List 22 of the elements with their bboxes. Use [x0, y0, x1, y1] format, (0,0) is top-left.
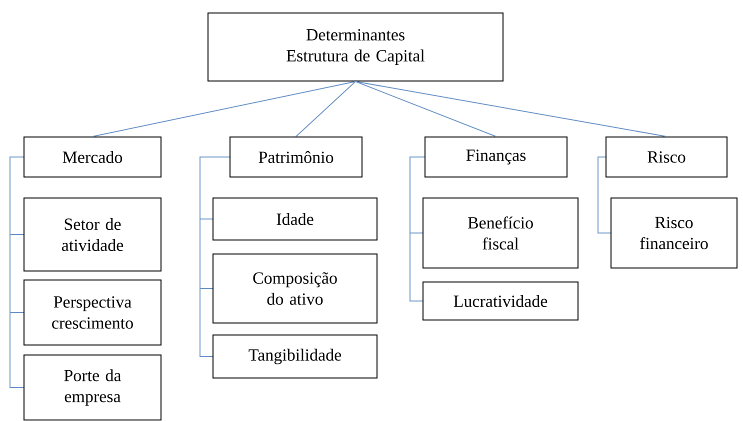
factor-box: Tangibilidade [212, 334, 378, 378]
factor-box: Perspectiva crescimento [24, 280, 162, 346]
factor-box: Porte da empresa [24, 354, 162, 420]
category-box: Patrimônio [230, 136, 362, 178]
connector-line [296, 81, 356, 137]
connector-line [10, 156, 24, 388]
factor-box: Composição do ativo [212, 254, 378, 324]
connector-line [92, 81, 356, 137]
factor-box: Lucratividade [422, 282, 578, 320]
connector-line [410, 156, 425, 302]
factor-box: Setor de atividade [24, 198, 162, 272]
connector-line [598, 156, 611, 234]
factor-box: Benefício fiscal [422, 198, 578, 268]
category-box: Finanças [424, 136, 568, 178]
factor-box: Risco financeiro [610, 198, 738, 268]
factor-box: Idade [212, 198, 378, 240]
connector-line [200, 156, 230, 357]
connector-line [355, 81, 496, 137]
connector-line [355, 81, 667, 137]
category-box: Risco [606, 136, 728, 178]
category-box: Mercado [24, 136, 162, 178]
heading-box: Determinantes Estrutura de Capital [208, 12, 504, 82]
